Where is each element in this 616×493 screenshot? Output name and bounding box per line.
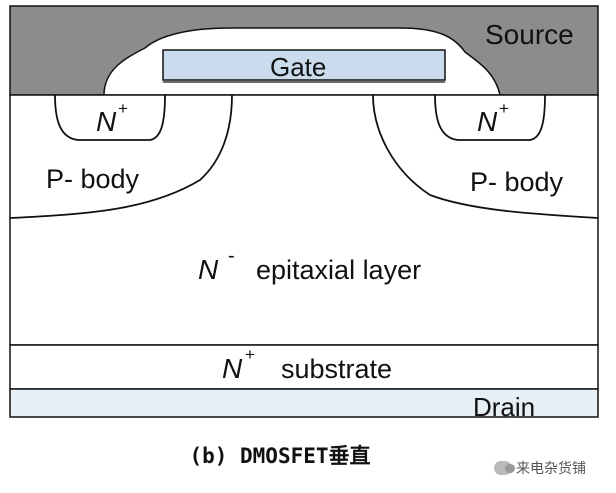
n-plus-right — [434, 94, 546, 141]
n-plus-right-sup: + — [499, 99, 509, 118]
figure-caption: (b) DMOSFET垂直 — [189, 444, 371, 468]
epi-sup: - — [228, 245, 235, 267]
epi-n-label: N — [198, 254, 219, 285]
substrate — [9, 344, 599, 390]
dmosfet-cross-section: Source Gate N + N + P- body P- body N - … — [9, 5, 599, 422]
epi-text: epitaxial layer — [256, 255, 421, 285]
p-body-left — [9, 94, 233, 219]
p-body-left-label: P- body — [46, 164, 140, 194]
n-plus-left-label: N — [96, 106, 117, 137]
watermark-text: 来电杂货铺 — [516, 461, 586, 477]
sub-n-label: N — [222, 353, 243, 384]
n-plus-left-sup: + — [118, 99, 128, 118]
p-body-right-label: P- body — [470, 167, 564, 197]
wechat-icon — [494, 461, 515, 475]
source-label: Source — [485, 19, 574, 50]
sub-sup: + — [245, 345, 255, 364]
n-plus-right-label: N — [477, 106, 498, 137]
watermark: 来电杂货铺 — [494, 458, 586, 478]
n-plus-left — [54, 94, 166, 141]
silicon-body — [9, 94, 599, 346]
p-body-right — [372, 94, 599, 219]
drain-metal — [9, 388, 599, 418]
sub-text: substrate — [281, 354, 392, 384]
gate-poly — [162, 49, 446, 81]
drain-label: Drain — [473, 392, 535, 422]
gate-label: Gate — [270, 52, 326, 82]
